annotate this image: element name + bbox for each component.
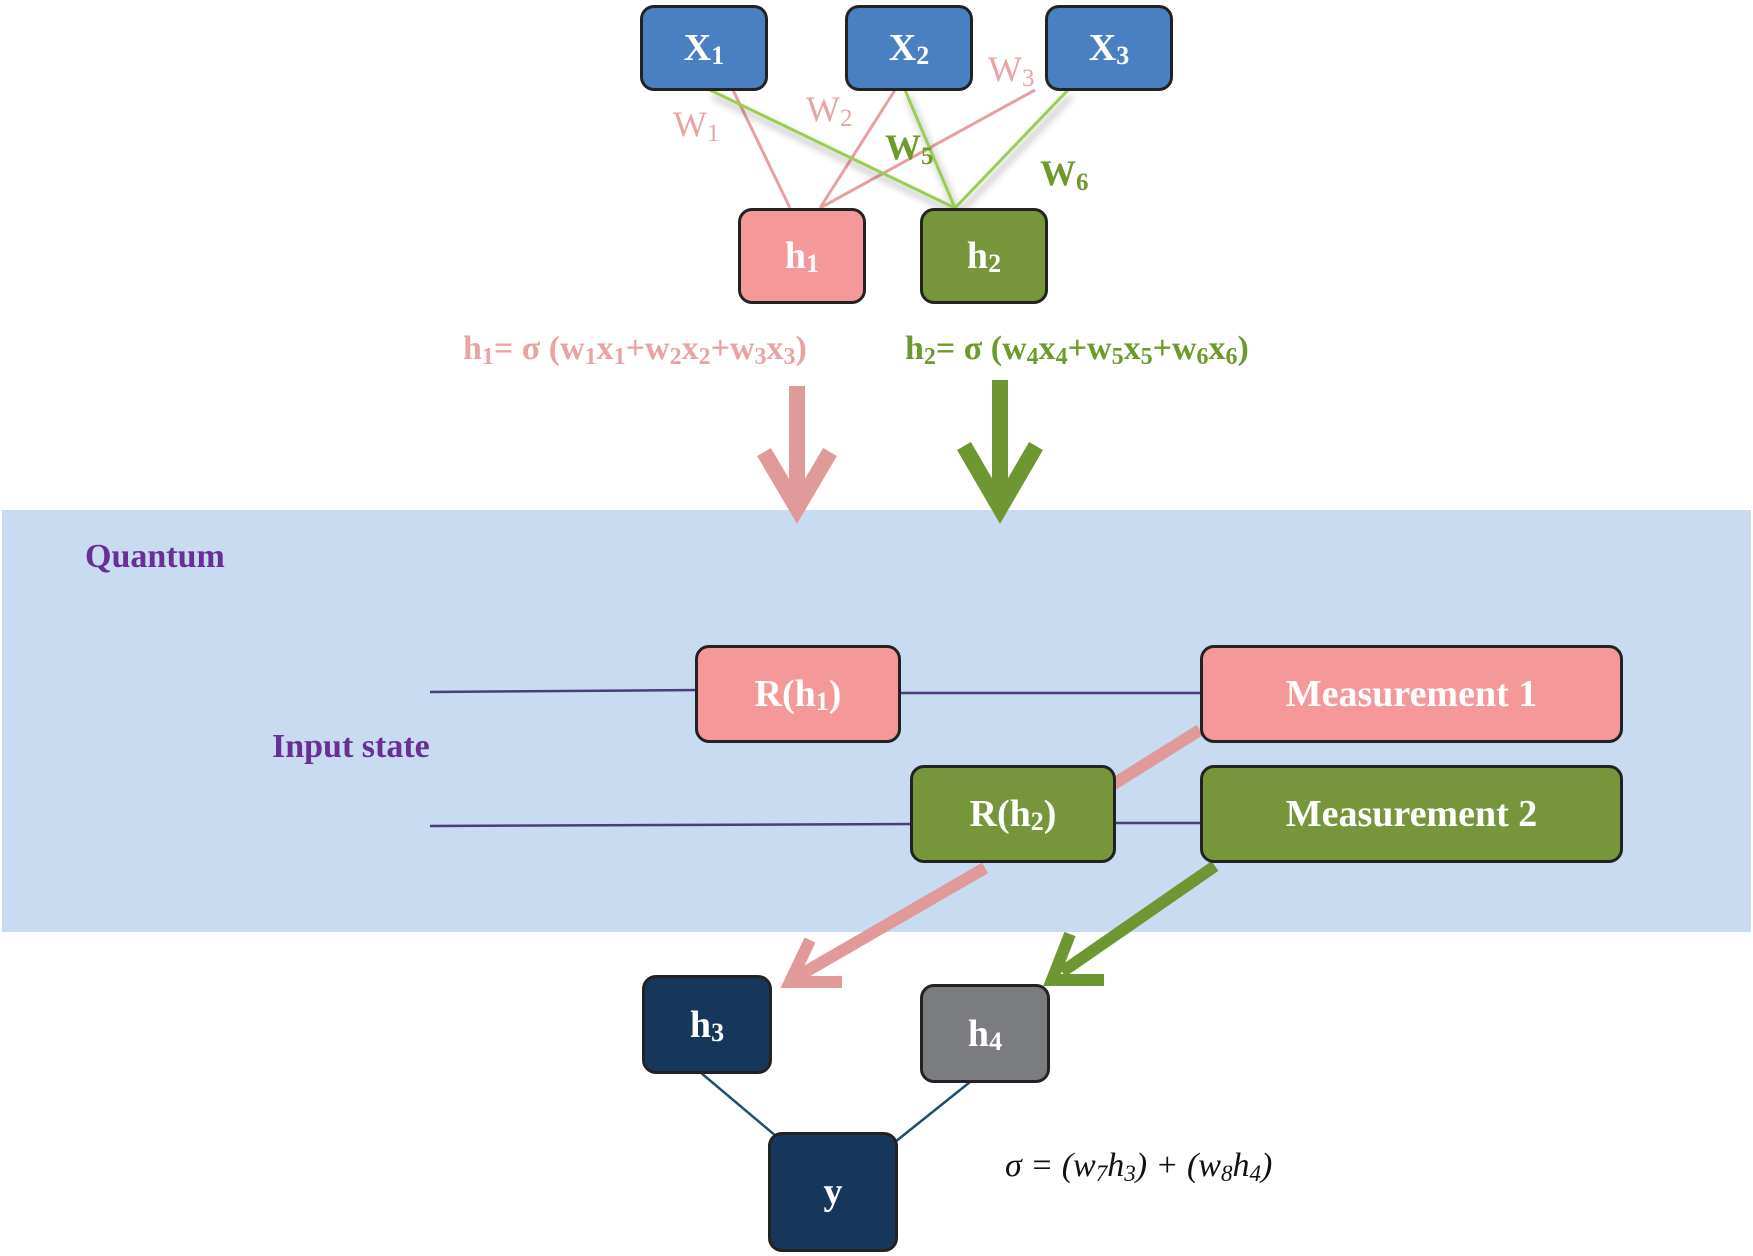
input-node-x1-label: X1 — [683, 27, 725, 70]
gate-r-h1: R(h1) — [695, 645, 901, 743]
formula-h2-part: ) — [1237, 330, 1249, 367]
formula-h1-part: = σ (w — [493, 330, 585, 367]
formula-h1-part: ) — [795, 330, 807, 367]
measurement-1-label: Measurement 1 — [1285, 673, 1538, 715]
wire-1-left — [429, 688, 701, 694]
formula-h2-part: 5 — [1111, 344, 1124, 370]
arrow-h2-down — [957, 380, 1043, 524]
final-formula-part: ) — [1260, 1147, 1273, 1184]
gate-r-h1-label: R(h1) — [754, 673, 842, 716]
formula-h1-part: 2 — [698, 344, 711, 370]
output-node-h4-label: h4 — [967, 1012, 1003, 1056]
weight-label-w1: W1 — [673, 104, 720, 147]
formula-h1: h1= σ (w1x1+w2x2+w3x3) — [463, 330, 807, 370]
output-node-h3-label: h3 — [689, 1003, 725, 1047]
input-node-x3: X3 — [1045, 5, 1173, 91]
final-formula-part: ) + (w — [1135, 1147, 1221, 1184]
edge-x2-h2 — [903, 89, 957, 209]
input-node-x3-label: X3 — [1088, 27, 1130, 70]
edge-x2-h1 — [818, 89, 897, 209]
formula-h1-part: 1 — [584, 344, 597, 370]
formula-h1-part: h — [463, 330, 482, 367]
measurement-2-label: Measurement 2 — [1285, 793, 1538, 835]
formula-h2: h2= σ (w4x4+w5x5+w6x6) — [905, 330, 1249, 370]
formula-h1-part: x — [681, 330, 699, 367]
formula-h2-part: +w — [1067, 330, 1112, 367]
weight-label-w6: W6 — [1040, 153, 1089, 196]
formula-h1-part: +w — [625, 330, 670, 367]
arrow-h1-down — [757, 386, 837, 524]
final-formula-part: 3 — [1124, 1161, 1136, 1186]
formula-h2-part: x — [1038, 330, 1056, 367]
output-node-y: y — [768, 1132, 898, 1252]
input-state-label: Input state — [272, 728, 430, 765]
edge-x3-h2 — [953, 88, 1070, 210]
formula-h2-part: 4 — [1055, 344, 1068, 370]
output-node-y-label: y — [823, 1171, 843, 1213]
formula-h1-part: +w — [710, 330, 755, 367]
output-node-h3: h3 — [642, 975, 772, 1074]
arrow-m2-h4 — [1043, 861, 1219, 986]
final-formula-part: h — [1107, 1147, 1125, 1184]
formula-h2-part: 6 — [1225, 344, 1238, 370]
final-formula-part: 8 — [1220, 1161, 1233, 1186]
weight-label-w3: W3 — [988, 49, 1035, 92]
gate-r-h2: R(h2) — [910, 765, 1116, 863]
formula-h1-part: 3 — [783, 344, 796, 370]
hidden-node-h2-label: h2 — [966, 235, 1002, 278]
wire-2-left — [429, 822, 913, 828]
gate-r-h2-label: R(h2) — [969, 793, 1057, 836]
edge-h3-y — [699, 1071, 784, 1143]
formula-h1-part: 1 — [613, 344, 626, 370]
edge-x1-h2 — [709, 88, 956, 210]
input-node-x1: X1 — [640, 5, 768, 91]
measurement-1: Measurement 1 — [1200, 645, 1623, 743]
final-formula-part: 7 — [1095, 1161, 1108, 1186]
final-formula: σ = (w7h3) + (w8h4) — [1005, 1147, 1273, 1186]
edge-x1-h1 — [731, 89, 792, 209]
hidden-node-h1-label: h1 — [784, 235, 820, 278]
hidden-node-h1: h1 — [738, 208, 866, 304]
measurement-2: Measurement 2 — [1200, 765, 1623, 863]
formula-h1-part: 2 — [669, 344, 682, 370]
formula-h2-part: h — [905, 330, 924, 367]
formula-h2-part: = σ (w — [935, 330, 1027, 367]
final-formula-part: 4 — [1249, 1161, 1261, 1186]
input-node-x2-label: X2 — [888, 27, 930, 70]
formula-h2-part: x — [1208, 330, 1226, 367]
edge-m1-rh2 — [1108, 724, 1204, 791]
final-formula-part: h — [1232, 1147, 1250, 1184]
quantum-title: Quantum — [85, 538, 225, 575]
formula-h1-part: x — [766, 330, 784, 367]
edge-h4-y — [894, 1081, 971, 1143]
formula-h1-part: 3 — [754, 344, 767, 370]
formula-h2-part: 5 — [1140, 344, 1153, 370]
weight-label-w5: W5 — [885, 127, 934, 170]
formula-h1-part: 1 — [481, 344, 494, 370]
weight-label-w2: W2 — [806, 89, 853, 132]
formula-h1-part: x — [596, 330, 614, 367]
output-node-h4: h4 — [920, 984, 1050, 1083]
input-node-x2: X2 — [845, 5, 973, 91]
formula-h2-part: +w — [1152, 330, 1197, 367]
formula-h2-part: x — [1123, 330, 1141, 367]
formula-h2-part: 4 — [1026, 344, 1039, 370]
final-formula-part: σ = (w — [1005, 1147, 1096, 1184]
formula-h2-part: 2 — [923, 344, 936, 370]
arrow-rh2-h3 — [780, 862, 989, 988]
edge-x3-h1 — [819, 88, 1036, 210]
hidden-node-h2: h2 — [920, 208, 1048, 304]
formula-h2-part: 6 — [1196, 344, 1209, 370]
